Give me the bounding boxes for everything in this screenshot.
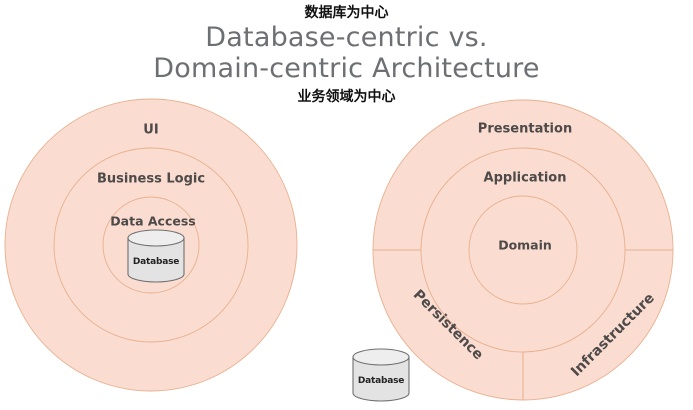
label-presentation: Presentation: [477, 121, 573, 137]
label-data-access: Data Access: [110, 213, 196, 229]
right-architecture-circles: [372, 99, 674, 401]
label-ui: UI: [143, 122, 159, 138]
bottom-database-cylinder: [352, 348, 410, 402]
annotation-database-centric: 数据库为中心: [304, 5, 389, 21]
left-database-cylinder: [127, 229, 185, 283]
label-business-logic: Business Logic: [96, 171, 206, 187]
right-ring-domain: [468, 195, 578, 305]
label-left-database: Database: [132, 257, 180, 267]
annotation-domain-centric: 业务领域为中心: [297, 89, 396, 105]
label-domain: Domain: [498, 237, 552, 253]
label-application: Application: [483, 170, 567, 186]
label-bottom-database: Database: [357, 376, 405, 386]
